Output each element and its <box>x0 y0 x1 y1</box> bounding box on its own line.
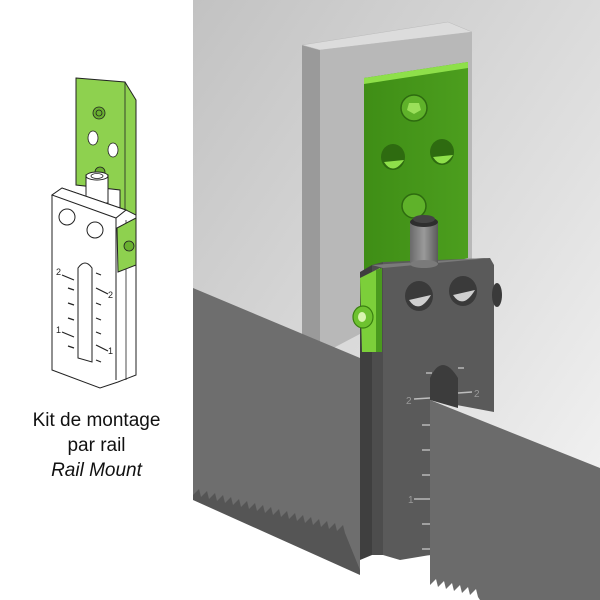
caption-subtitle-fr: par rail <box>67 435 126 456</box>
sketch-scale-label: 2 <box>108 290 113 300</box>
caption: Kit de montage par rail Rail Mount <box>0 408 193 483</box>
caption-title-fr: Kit de montage <box>32 410 161 431</box>
screw-head-icon <box>401 193 427 219</box>
sketch-scale-label: 1 <box>108 346 113 356</box>
sketch-scale-label: 2 <box>56 267 61 277</box>
rail-mount-sketch: 2 1 2 1 <box>50 77 137 389</box>
render-scale-label: 2 <box>474 389 480 400</box>
left-panel: 2 1 2 1 Kit de montage par rail Rail Mou… <box>0 0 193 600</box>
rail-mount-render: 2 1 2 <box>193 0 600 600</box>
render-scale-label: 2 <box>406 396 412 407</box>
render-scale-label: 1 <box>408 495 414 506</box>
saw-teeth <box>193 489 360 575</box>
caption-title-en: Rail Mount <box>51 460 142 481</box>
locating-pin <box>410 215 438 268</box>
sketch-scale-label: 1 <box>56 325 61 335</box>
green-bracket <box>364 62 468 285</box>
slider-block: 2 1 2 <box>352 258 502 560</box>
